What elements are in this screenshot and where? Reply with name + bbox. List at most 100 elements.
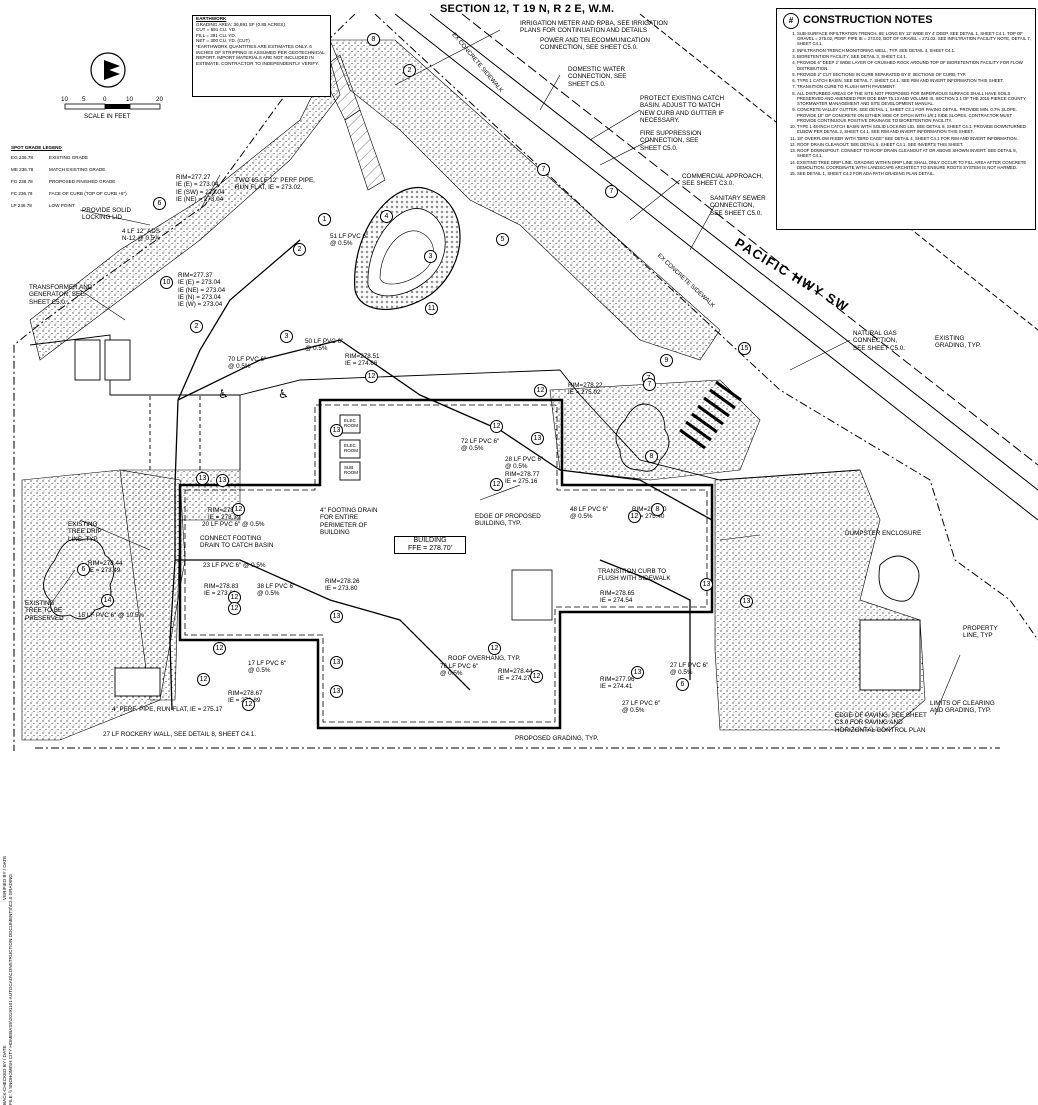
bioretention-facility [354,187,461,311]
label-pvc70: 70 LF PVC 6" @ 0.5% [228,356,267,371]
note-callout: 2 [293,243,306,256]
note-callout: 7 [605,185,618,198]
note-callout: 7 [537,163,550,176]
note-callout: 13 [216,474,229,487]
scale-label: SCALE IN FEET [84,113,131,120]
building-footprint [178,398,714,730]
scale-tick: 10 [61,96,69,103]
legend-symbol: ME 236.78 [11,167,34,172]
label-exgrade: EXISTING GRADING, TYP. [935,335,981,350]
label-rim9: RIM=278.83 IE = 273.61 [204,583,239,598]
label-rim4: RIM=278.22 IE = 275.02 [568,382,603,397]
legend-label: PROPOSED FINISHED GRADE [49,179,116,184]
construction-note: PROVIDE 6" DEEP 2' WIDE LAYER OF CRUSHED… [797,60,1031,70]
site-grading-plan: ♿♿ [13,13,1038,751]
note-callout: 12 [213,642,226,655]
label-transformer: TRANSFORMER AND GENERATOR, SEE SHEET C5.… [29,284,93,306]
construction-note: TRANSITION CURB TO FLUSH WITH PAVEMENT. [797,84,1031,89]
label-transition: TRANSITION CURB TO FLUSH WITH SIDEWALK [598,568,671,583]
room-label: SUB ROOM [344,465,358,475]
section-title: SECTION 12, T 19 N, R 2 E, W.M. [440,3,615,15]
label-propgrade: PROPOSED GRADING, TYP. [515,735,599,742]
note-callout: 10 [160,276,173,289]
note-callout: 13 [700,578,713,591]
note-callout: 12 [197,673,210,686]
scale-tick: 0 [103,96,107,103]
construction-note: INFILTRATION TRENCH MONITORING WELL, TYP… [797,48,1031,53]
scale-bar [64,103,161,110]
label-rim10: RIM=278.26 IE = 273.80 [325,578,360,593]
construction-note: EXISTING TREE DRIP LINE. GRADING WITHIN … [797,160,1031,170]
note-callout: 4 [380,210,393,223]
label-pvc17: 17 LF PVC 6" @ 0.5% [248,660,287,675]
note-callout: 13 [531,432,544,445]
note-callout: 12 [490,478,503,491]
note-callout: 12 [530,670,543,683]
note-callout: 15 [738,342,751,355]
crosswalk [679,380,742,450]
label-pvc20: 20 LF PVC 6" @ 0.5% [202,521,265,528]
building-ffe: FFE = 278.70' [408,545,452,552]
label-limits: LIMITS OF CLEARING AND GRADING, TYP. [930,700,995,715]
label-pvc27: 27 LF PVC 6" @ 0.5% [670,662,709,677]
building-label: BUILDING FFE = 278.70' [394,536,466,554]
label-gas: NATURAL GAS CONNECTION, SEE SHEET C5.0. [853,330,906,352]
label-propline: PROPERTY LINE, TYP [963,625,998,640]
note-callout: 13 [631,666,644,679]
legend-label: FACE OF CURB (TOP OF CURB +6") [49,191,127,196]
legend-label: LOW POINT [49,203,75,208]
construction-note: ROOF DOWNSPOUT. CONNECT TO ROOF DRAIN CL… [797,148,1031,158]
note-callout: 12 [365,370,378,383]
label-solidlid: PROVIDE SOLID LOCKING LID [82,207,131,222]
note-callout: 2 [403,64,416,77]
label-pvc48: 48 LF PVC 6" @ 0.5% [570,506,609,521]
label-footing: 4" FOOTING DRAIN FOR ENTIRE PERIMETER OF… [320,507,378,536]
note-callout: 12 [242,698,255,711]
legend-heading: SPOT GRADE LEGEND [11,145,62,150]
svg-text:♿: ♿ [218,387,229,401]
note-callout: 12 [232,503,245,516]
sidebar-text: FILE: \\ SNOHOMISH CITY HOMEBASE\2019110… [8,873,13,1105]
legend-label: EXISTING GRADE [49,155,89,160]
earthwork-line: GRADING AREA: 36,891 SF (0.85 ACRES) [196,21,285,27]
label-rockery: 27 LF ROCKERY WALL, SEE DETAIL 8, SHEET … [103,731,257,738]
label-rim5: RIM=278.77 IE = 275.16 [505,471,540,486]
earthwork-line: *EARTHWORK QUANTITIES ARE ESTIMATES ONLY… [196,43,326,66]
room-label: ELEC ROOM [344,443,358,453]
notes-title: CONSTRUCTION NOTES [803,14,933,26]
note-callout: 8 [367,33,380,46]
label-power: POWER AND TELECOMMUNICATION CONNECTION, … [540,37,650,52]
note-callout: 3 [280,330,293,343]
earthwork-line: NET = 300 CU. YD. (CUT) [196,38,250,44]
note-callout: 9 [660,354,673,367]
earthwork-box: EARTHWORK GRADING AREA: 36,891 SF (0.85 … [192,15,331,97]
label-pvc38: 38 LF PVC 6" @ 0.5% [257,583,296,598]
label-treedrip: EXISTING TREE DRIP LINE, TYP. [68,521,102,543]
north-arrow [90,52,126,88]
note-callout: 2 [190,320,203,333]
label-rim1: RIM=277.27 IE (E) = 273.04 IE (SW) = 273… [176,174,225,203]
room-label: ELEC ROOM [344,418,358,428]
construction-note: ALL DISTURBED AREAS OF THE SITE NOT PROP… [797,91,1031,107]
label-pvc27b: 27 LF PVC 6" @ 0.5% [622,700,661,715]
note-callout: 8 [651,503,664,516]
label-paving: EDGE OF PAVING, SEE SHEET C3.0 FOR PAVIN… [835,712,927,734]
note-callout: 12 [488,642,501,655]
label-pvc76: 76 LF PVC 6" @ 0.5% [440,663,479,678]
label-rim13: RIM=278.44 IE = 274.27 [498,668,533,683]
label-pvc23: 23 LF PVC 6" @ 0.5% [203,562,266,569]
label-fire: FIRE SUPPRESSION CONNECTION, SEE SHEET C… [640,130,702,152]
building-name: BUILDING [413,537,447,544]
label-pvc15: 15 LF PVC 6" @ 10.5% [78,612,145,619]
construction-notes-panel: #CONSTRUCTION NOTES SUB-SURFACE INFILTRA… [776,8,1036,230]
label-pvc51: 51 LF PVC 6" @ 0.5% [330,233,369,248]
notes-list: SUB-SURFACE INFILTRATION TRENCH. 65' LON… [777,31,1035,177]
note-callout: 12 [490,420,503,433]
label-overhang: ROOF OVERHANG, TYP. [448,655,521,662]
note-callout: 12 [628,510,641,523]
sidebar-text: BACK-CHECKED BY / DATE [2,1045,7,1105]
label-sewer: SANITARY SEWER CONNECTION, SEE SHEET C5.… [710,195,766,217]
